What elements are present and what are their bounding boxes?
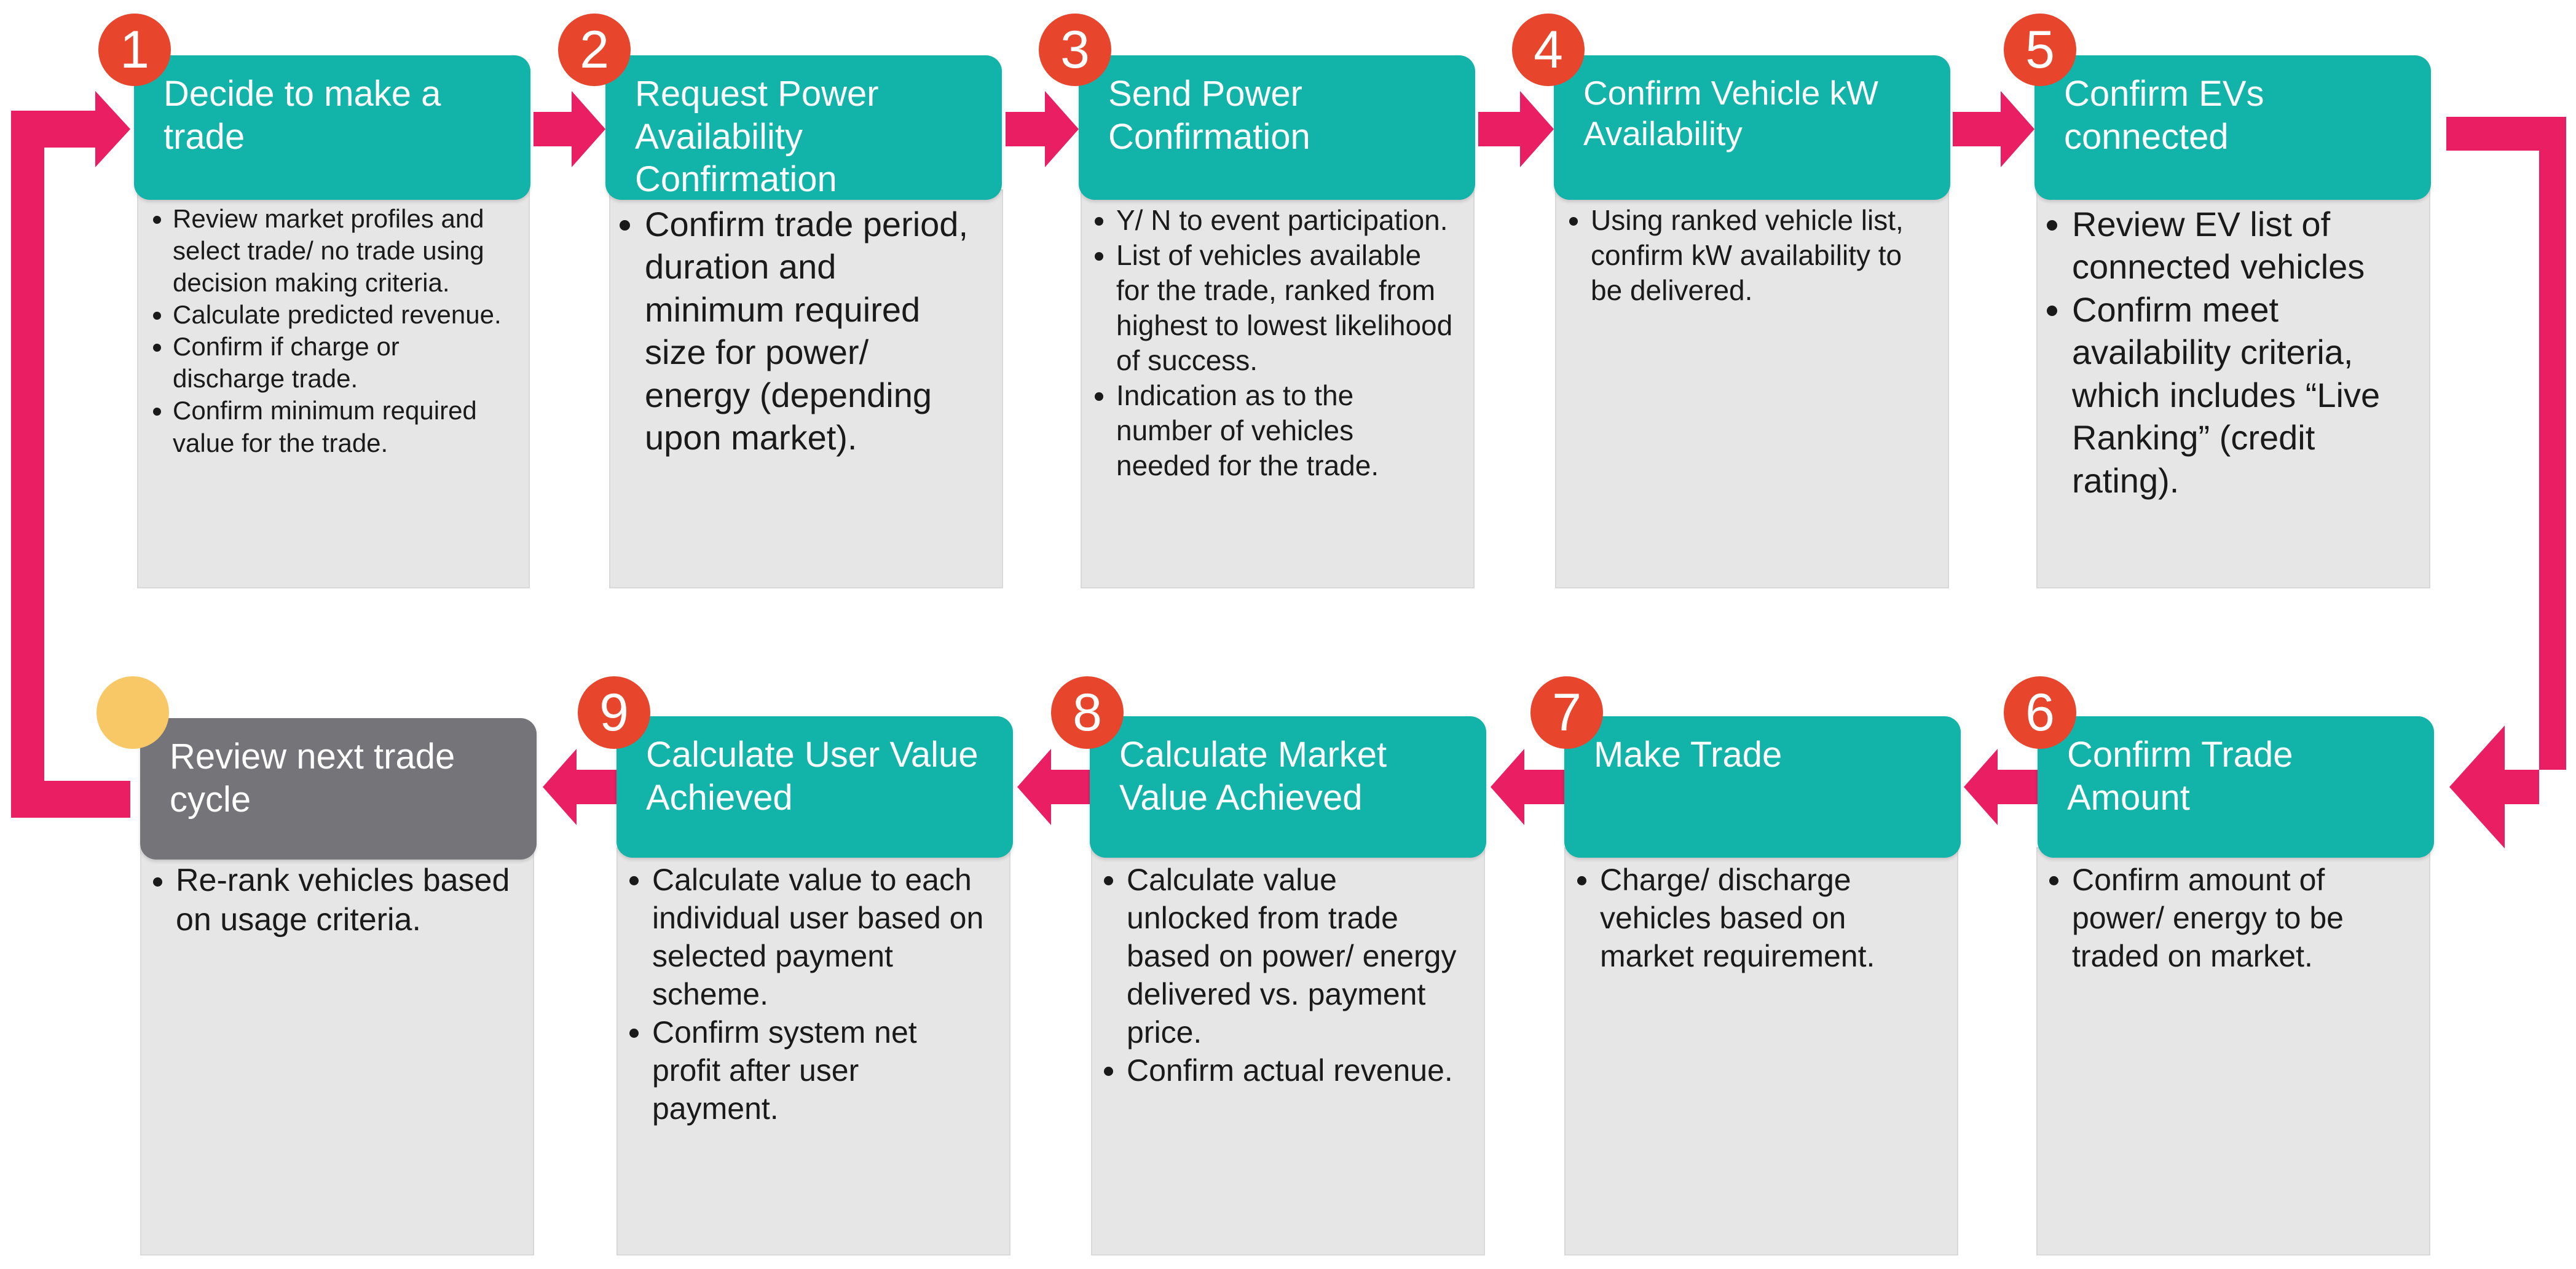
bullet-item: Review EV list of connected vehicles — [2072, 203, 2409, 288]
step-bullets: Review EV list of connected vehiclesConf… — [2042, 203, 2409, 502]
step-card-1 — [138, 191, 529, 587]
step-number-badge: 2 — [558, 14, 631, 86]
step-title: Review next trade cycle — [170, 737, 455, 820]
bullet-item: Confirm meet availability criteria, whic… — [2072, 288, 2409, 502]
bullet-item: Confirm amount of power/ energy to be tr… — [2072, 861, 2409, 975]
step-header-1: Decide to make a trade — [134, 55, 530, 200]
bullet-item: Confirm trade period, duration and minim… — [645, 203, 982, 459]
step-number-badge: 5 — [2004, 14, 2076, 86]
arrow-2-to-3 — [1006, 91, 1079, 167]
step-card-6 — [2038, 848, 2429, 1254]
step-title: Send Power Confirmation — [1108, 74, 1310, 157]
bullet-item: Calculate value unlocked from trade base… — [1127, 861, 1464, 1051]
step-card-3 — [1082, 191, 1473, 587]
step-bullets: Calculate value unlocked from trade base… — [1097, 861, 1464, 1089]
bullet-item: Calculate predicted revenue. — [173, 299, 509, 331]
step-card-9 — [618, 848, 1009, 1254]
step-bullets: Using ranked vehicle list, confirm kW av… — [1561, 203, 1928, 308]
step-number-badge: 6 — [2004, 676, 2076, 749]
arrow-6-to-7 — [1964, 749, 2038, 825]
step-title: Request Power Availability Confirmation — [635, 74, 879, 200]
bullet-item: Y/ N to event participation. — [1116, 203, 1454, 238]
step-header-6: Confirm Trade Amount — [2038, 716, 2434, 858]
step-header-2: Request Power Availability Confirmation — [605, 55, 1002, 200]
step-title: Calculate Market Value Achieved — [1119, 735, 1387, 818]
step-title: Make Trade — [1594, 735, 1782, 775]
step-header-4: Confirm Vehicle kW Availability — [1554, 55, 1950, 200]
step-bullets: Review market profiles and select trade/… — [143, 203, 509, 459]
review-marker-dot — [97, 676, 169, 749]
bullet-item: Confirm if charge or discharge trade. — [173, 331, 509, 395]
step-number-badge: 9 — [578, 676, 650, 749]
step-bullets: Charge/ discharge vehicles based on mark… — [1570, 861, 1937, 975]
step-number-badge: 4 — [1512, 14, 1585, 86]
step-number-badge: 7 — [1530, 676, 1603, 749]
step-header-9: Calculate User Value Achieved — [616, 716, 1013, 858]
step-header-5: Confirm EVs connected — [2034, 55, 2431, 200]
step-card-8 — [1092, 848, 1484, 1254]
bullet-item: Review market profiles and select trade/… — [173, 203, 509, 299]
step-title: Calculate User Value Achieved — [646, 735, 979, 818]
bullet-item: Re-rank vehicles based on usage criteria… — [176, 861, 513, 940]
step-header-10: Review next trade cycle — [140, 718, 537, 860]
step-card-2 — [610, 191, 1002, 587]
step-title: Confirm Vehicle kW Availability — [1583, 74, 1878, 152]
step-bullets: Calculate value to each individual user … — [623, 861, 990, 1128]
bullet-item: Using ranked vehicle list, confirm kW av… — [1591, 203, 1928, 308]
step-bullets: Re-rank vehicles based on usage criteria… — [146, 861, 513, 940]
step-header-7: Make Trade — [1564, 716, 1961, 858]
bullet-item: Indication as to the number of vehicles … — [1116, 378, 1454, 483]
arrow-3-to-4 — [1478, 91, 1554, 167]
step-card-4 — [1556, 191, 1948, 587]
step-bullets: Y/ N to event participation.List of vehi… — [1087, 203, 1454, 483]
loop-back-to-1 — [11, 91, 130, 818]
bullet-item: Confirm actual revenue. — [1127, 1051, 1464, 1089]
bullet-item: Calculate value to each individual user … — [652, 861, 990, 1013]
step-card-5 — [2038, 191, 2429, 587]
step-title: Confirm EVs connected — [2064, 74, 2264, 157]
bullet-item: Confirm system net profit after user pay… — [652, 1013, 990, 1128]
step-card-7 — [1566, 848, 1957, 1254]
connector-5-to-6 — [2446, 117, 2566, 848]
arrow-8-to-9 — [1017, 749, 1090, 825]
arrow-4-to-5 — [1953, 91, 2034, 167]
step-title: Decide to make a trade — [163, 74, 441, 157]
step-title: Confirm Trade Amount — [2067, 735, 2293, 818]
step-number-badge: 3 — [1039, 14, 1111, 86]
step-bullets: Confirm trade period, duration and minim… — [615, 203, 982, 459]
step-bullets: Confirm amount of power/ energy to be tr… — [2042, 861, 2409, 975]
arrow-1-to-2 — [534, 91, 605, 167]
step-card-10 — [141, 848, 533, 1254]
step-number-badge: 1 — [98, 14, 171, 86]
step-number-badge: 8 — [1051, 676, 1124, 749]
arrow-9-to-review — [543, 749, 616, 825]
step-header-8: Calculate Market Value Achieved — [1090, 716, 1486, 858]
bullet-item: Confirm minimum required value for the t… — [173, 395, 509, 459]
arrow-7-to-8 — [1491, 749, 1564, 825]
bullet-item: Charge/ discharge vehicles based on mark… — [1600, 861, 1937, 975]
step-header-3: Send Power Confirmation — [1079, 55, 1475, 200]
bullet-item: List of vehicles available for the trade… — [1116, 238, 1454, 378]
